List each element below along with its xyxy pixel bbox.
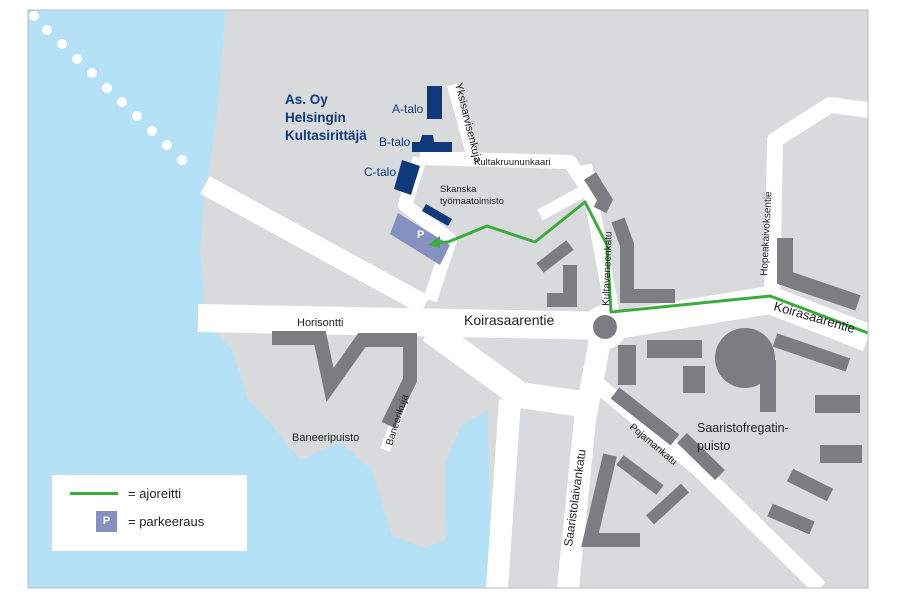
- park-saaristofregatin-line2: puisto: [697, 439, 730, 453]
- route-line-icon: [70, 492, 118, 495]
- building-a: [427, 86, 442, 119]
- parking-area: [390, 213, 450, 265]
- legend-parking-label: = parkeeraus: [128, 514, 205, 529]
- map-legend: = ajoreitti P = parkeeraus: [52, 475, 247, 551]
- street-koirasaarentie: Koirasaarentie: [464, 312, 554, 328]
- driving-route: [428, 200, 869, 335]
- legend-route-label: = ajoreitti: [128, 486, 182, 501]
- building-c: [394, 160, 420, 195]
- legend-parking: P = parkeeraus: [52, 511, 204, 532]
- park-baneeripuisto: Baneeripuisto: [292, 432, 359, 444]
- parking-label: P: [417, 229, 424, 241]
- street-horisontti: Horisontti: [297, 317, 343, 329]
- roundabout: [593, 315, 617, 339]
- site-office-line1: Skanska: [440, 184, 477, 195]
- ferry-route-dots: [29, 11, 187, 165]
- label-b-talo: B-talo: [379, 135, 411, 149]
- housing-company-line3: Kultasirittäjä: [285, 128, 367, 143]
- land: [200, 10, 868, 588]
- legend-route: = ajoreitti: [52, 486, 181, 501]
- site-office-line2: työmaatoimisto: [440, 196, 504, 207]
- site-office: [422, 204, 452, 226]
- street-kultakruununkaari: Kultakruununkaari: [474, 157, 551, 168]
- park-saaristofregatin-line1: Saaristofregatin-: [697, 421, 789, 435]
- street-kultaveneenkatu: Kultaveneenkatu: [601, 231, 615, 306]
- building-b: [412, 135, 452, 152]
- buildings: [272, 172, 862, 547]
- label-c-talo: C-talo: [364, 165, 396, 179]
- housing-company-line2: Helsingin: [285, 110, 346, 125]
- parking-icon: P: [96, 511, 117, 532]
- label-a-talo: A-talo: [392, 102, 424, 116]
- street-hopeakaivoksentie: Hopeakaivoksentie: [759, 191, 774, 276]
- housing-company-line1: As. Oy: [285, 92, 328, 107]
- housing-buildings: [394, 86, 452, 226]
